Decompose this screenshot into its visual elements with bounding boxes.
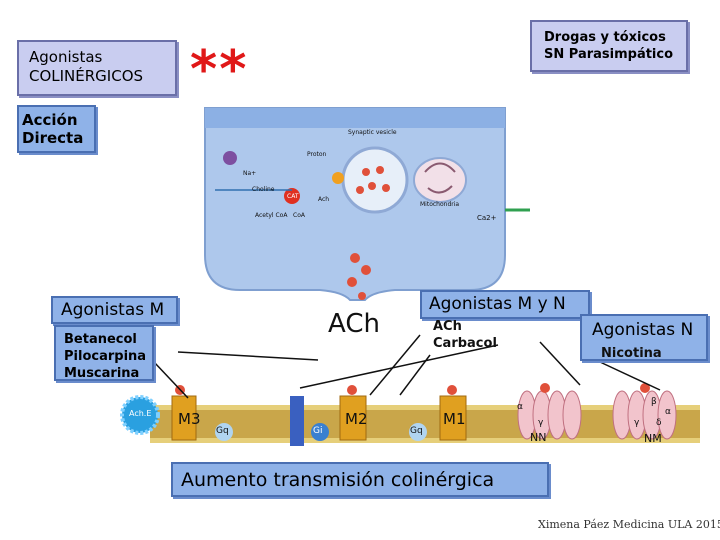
na-label: Na+ bbox=[243, 170, 257, 177]
ache-enzyme bbox=[120, 395, 160, 435]
drugs-line-2: SN Parasimpático bbox=[544, 47, 674, 62]
alpha-label-2: α bbox=[665, 407, 671, 417]
gamma-label-1: γ bbox=[538, 418, 544, 428]
alpha-label-1: α bbox=[517, 402, 523, 412]
acetyl-coa-label: Acetyl CoA bbox=[255, 212, 288, 219]
agonist-m-item: Pilocarpina bbox=[64, 349, 147, 364]
agonists-m-title: Agonistas M bbox=[61, 300, 165, 320]
mitochondria bbox=[413, 157, 467, 203]
gq2-label: Gq bbox=[410, 426, 423, 436]
agonist-m-item: Betanecol bbox=[64, 332, 137, 347]
title-box: Agonistas COLINÉRGICOS bbox=[17, 40, 177, 96]
agonists-m-list: Betanecol Pilocarpina Muscarina bbox=[54, 325, 154, 381]
agonist-m-item: Muscarina bbox=[64, 366, 140, 381]
m2-receptor bbox=[339, 385, 367, 441]
drugs-line-1: Drogas y tóxicos bbox=[544, 30, 666, 45]
coa-label: CoA bbox=[293, 212, 305, 219]
synaptic-vesicle-label: Synaptic vesicle bbox=[348, 129, 397, 136]
nn-label: NN bbox=[530, 431, 547, 444]
direct-action-box: Acción Directa bbox=[17, 105, 96, 153]
stars-mark: ** bbox=[190, 40, 249, 100]
ache-label: Ach.E bbox=[129, 409, 152, 418]
nm-label: NM bbox=[644, 432, 662, 445]
mitochondria-label: Mitochondria bbox=[420, 201, 460, 208]
agonists-m-box: Agonistas M bbox=[51, 296, 178, 324]
agonists-n-box: Agonistas N bbox=[580, 314, 708, 361]
beta-label: β bbox=[651, 397, 657, 407]
direct-line-2: Directa bbox=[22, 129, 84, 147]
choline-label: Choline bbox=[252, 186, 275, 193]
m1-receptor bbox=[439, 385, 467, 441]
m1-label: M1 bbox=[443, 410, 466, 428]
m2-label: M2 bbox=[345, 410, 368, 428]
result-box: Aumento transmisión colinérgica bbox=[171, 462, 549, 497]
gamma-label-2: γ bbox=[634, 418, 640, 428]
drugs-box: Drogas y tóxicos SN Parasimpático bbox=[530, 20, 688, 72]
agonists-n-title: Agonistas N bbox=[592, 320, 694, 340]
agonists-mn-box: Agonistas M y N bbox=[420, 290, 590, 319]
cat-label: CAT bbox=[287, 193, 299, 200]
ach-synapse-label: Ach bbox=[318, 196, 330, 203]
proton-label: Proton bbox=[307, 151, 327, 158]
nn-receptor bbox=[517, 390, 582, 440]
credit-text: Ximena Páez Medicina ULA 2015 bbox=[538, 518, 720, 531]
m3-label: M3 bbox=[178, 410, 201, 428]
direct-line-1: Acción bbox=[22, 111, 78, 129]
result-text: Aumento transmisión colinérgica bbox=[181, 469, 495, 491]
gi-label: Gi bbox=[313, 426, 323, 436]
synaptic-vesicle bbox=[341, 146, 409, 214]
terminal-top-band bbox=[205, 108, 505, 128]
agonist-n-item: Nicotina bbox=[601, 346, 662, 361]
agonists-mn-title: Agonistas M y N bbox=[429, 294, 566, 314]
delta-label: δ bbox=[656, 418, 662, 428]
title-line-2: COLINÉRGICOS bbox=[29, 67, 144, 85]
nm-receptor bbox=[612, 390, 677, 440]
agonists-mn-list: ACh Carbacol bbox=[433, 318, 497, 352]
agonist-mn-item: Carbacol bbox=[433, 336, 497, 351]
ach-label: ACh bbox=[328, 309, 380, 339]
title-line-1: Agonistas bbox=[29, 48, 103, 66]
gq1-label: Gq bbox=[216, 426, 229, 436]
ca-label: Ca2+ bbox=[477, 214, 497, 222]
agonist-mn-item: ACh bbox=[433, 319, 462, 334]
